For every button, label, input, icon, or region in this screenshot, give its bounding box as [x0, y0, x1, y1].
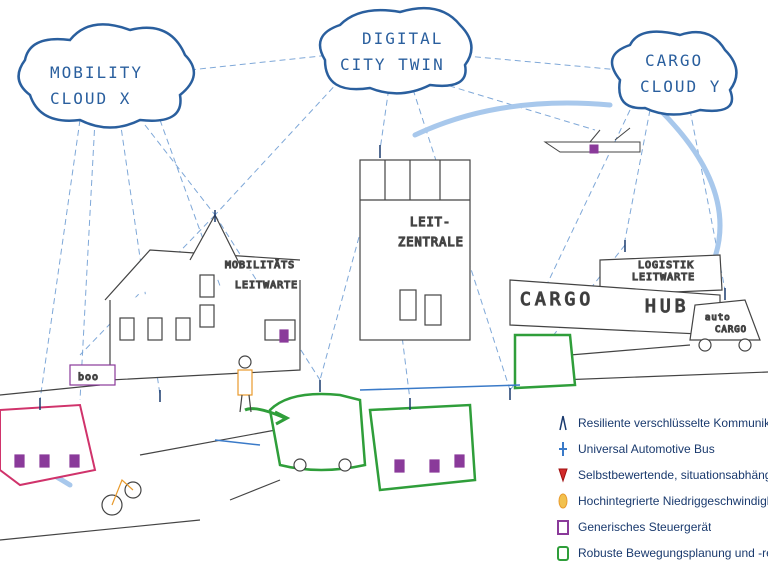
legend-text-motion: Robuste Bewegungsplanung und -regelung	[578, 546, 768, 560]
shuttle-boo-label: boo	[78, 372, 99, 383]
cargo-hub-label-1: CARGO	[520, 289, 594, 310]
legend-text-bus: Universal Automotive Bus	[578, 442, 715, 456]
cargo-drones	[543, 127, 641, 154]
legend-text-sensor: Selbstbewertende, situationsabhängige Se…	[578, 468, 768, 482]
purple-ecu-icon	[552, 516, 574, 538]
cloud-twin-line1: DIGITAL	[362, 29, 443, 48]
antennas	[39, 145, 726, 410]
antenna-icon	[552, 412, 574, 434]
pod-green-2	[368, 403, 477, 492]
legend-text-chip: Hochintegrierte Niedriggeschwindigkeitse…	[578, 494, 768, 508]
cargo-hub-building: LOGISTIK LEITWARTE CARGO HUB	[509, 254, 723, 336]
cloud-cargo-line1: CARGO	[645, 51, 703, 70]
cloud-cargo: CARGO CLOUD Y	[610, 30, 738, 116]
bus-line-icon	[552, 438, 574, 460]
control-center-tower: LEIT- ZENTRALE	[359, 159, 471, 341]
legend-row-chip: Hochintegrierte Niedriggeschwindigkeitse…	[552, 488, 768, 514]
shuttle-left	[0, 403, 97, 487]
legend-row-motion: Robuste Bewegungsplanung und -regelung	[552, 540, 768, 566]
control-center-label-2: ZENTRALE	[398, 235, 464, 249]
autocargo-label-2: CARGO	[715, 325, 747, 335]
autocargo-label-1: auto	[705, 313, 731, 323]
legend-row-ecu: Generisches Steuergerät	[552, 514, 768, 540]
cloud-twin-line2: CITY TWIN	[340, 55, 445, 74]
legend-text-communication: Resiliente verschlüsselte Kommunikation	[578, 416, 768, 430]
cloud-mobility: MOBILITY CLOUD X	[17, 23, 195, 129]
mobility-control-label-1: MOBILITÄTS	[225, 258, 295, 271]
cloud-mobility-line1: MOBILITY	[50, 63, 143, 82]
logistics-label-1: LOGISTIK	[638, 260, 694, 271]
shuttle-boo: boo	[69, 364, 116, 386]
legend: Resiliente verschlüsselte Kommunikation …	[552, 410, 768, 566]
cyclist	[101, 478, 142, 516]
legend-text-ecu: Generisches Steuergerät	[578, 520, 712, 534]
motion-arrowhead	[274, 410, 291, 426]
cloud-mobility-line2: CLOUD X	[50, 89, 131, 108]
red-sensor-icon	[552, 464, 574, 486]
cargo-hub-label-2: HUB	[645, 296, 690, 317]
green-motion-icon	[552, 542, 574, 564]
orange-chip-icon	[552, 490, 574, 512]
legend-row-bus: Universal Automotive Bus	[552, 436, 768, 462]
legend-row-sensor: Selbstbewertende, situationsabhängige Se…	[552, 462, 768, 488]
bus-arrows	[214, 384, 521, 446]
pod-green-1	[268, 392, 367, 472]
control-center-label-1: LEIT-	[410, 215, 451, 229]
pedestrian	[237, 355, 253, 413]
cloud-twin: DIGITAL CITY TWIN	[318, 6, 473, 95]
mobility-control-label-2: LEITWARTE	[235, 280, 298, 291]
pod-green-3	[513, 333, 577, 390]
legend-row-communication: Resiliente verschlüsselte Kommunikation	[552, 410, 768, 436]
cloud-cargo-line2: CLOUD Y	[640, 77, 721, 96]
autocargo-van: auto CARGO	[689, 299, 761, 352]
mobility-control-building: MOBILITÄTS LEITWARTE	[104, 213, 301, 381]
logistics-label-2: LEITWARTE	[632, 272, 695, 283]
